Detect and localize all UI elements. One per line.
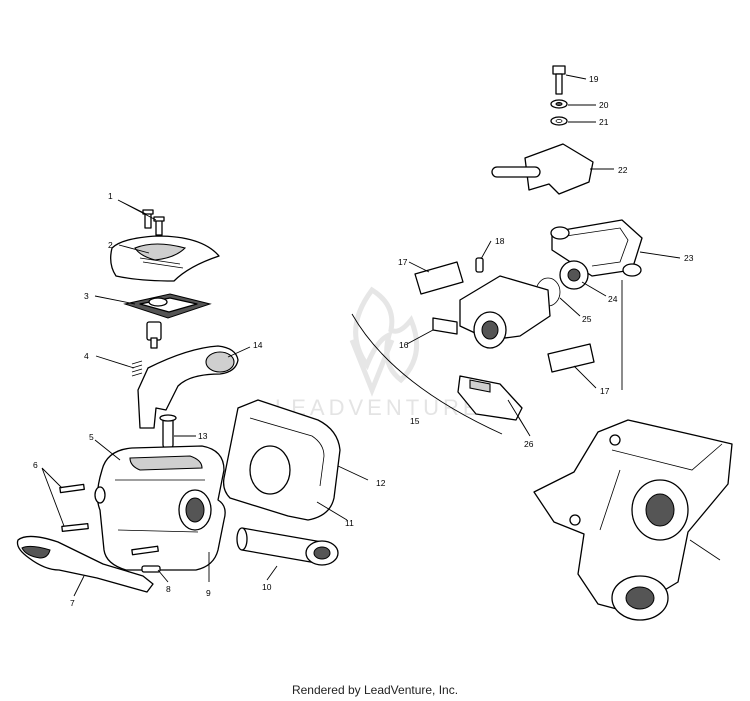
part-21-washer <box>550 116 568 126</box>
callout-18: 18 <box>495 236 505 246</box>
callout-20: 20 <box>599 100 609 110</box>
callout-19: 19 <box>589 74 599 84</box>
part-15-group-bracket <box>351 313 503 435</box>
callout-14: 14 <box>253 340 263 350</box>
callout-8: 8 <box>166 584 171 594</box>
part-7-brake-lever <box>16 535 154 593</box>
callout-3: 3 <box>84 291 89 301</box>
part-6-screws <box>59 483 159 556</box>
callout-17b: 17 <box>600 386 610 396</box>
part-20-washer <box>550 99 568 109</box>
callout-24: 24 <box>608 294 618 304</box>
part-26-brake-pads <box>457 375 523 421</box>
callout-16: 16 <box>399 340 409 350</box>
part-17-pads-lower <box>547 343 595 373</box>
part-13-pin <box>159 414 177 449</box>
callout-6: 6 <box>33 460 38 470</box>
part-10-piston <box>236 527 339 566</box>
callout-11: 11 <box>345 518 354 528</box>
callout-labels: 1 2 3 4 5 6 7 8 9 10 11 12 13 14 15 16 1… <box>33 74 694 608</box>
callout-5: 5 <box>89 432 94 442</box>
part-14-lever <box>137 345 239 429</box>
callout-13: 13 <box>198 431 208 441</box>
credit-text: Rendered by LeadVenture, Inc. <box>291 683 459 697</box>
callout-23: 23 <box>684 253 694 263</box>
part-2-cover <box>110 235 220 282</box>
part-19-bolt <box>552 65 566 95</box>
leader-lines <box>41 74 681 597</box>
part-17-pads-upper <box>414 261 464 295</box>
callout-15: 15 <box>410 416 420 426</box>
crankcase-cover <box>533 419 733 621</box>
callout-4: 4 <box>84 351 89 361</box>
callout-7: 7 <box>70 598 75 608</box>
callout-17a: 17 <box>398 257 408 267</box>
part-1-screws <box>142 209 165 236</box>
part-18-bleeder <box>475 257 484 273</box>
part-24-piston <box>559 260 589 290</box>
part-4-spring <box>131 360 143 377</box>
callout-22: 22 <box>618 165 628 175</box>
part-16-caliper <box>432 275 551 349</box>
callout-26: 26 <box>524 439 534 449</box>
callout-10: 10 <box>262 582 272 592</box>
plunger <box>146 321 162 349</box>
callout-25: 25 <box>582 314 592 324</box>
callout-1: 1 <box>108 191 113 201</box>
part-8-bolt <box>141 565 161 573</box>
part-22-bracket <box>491 143 594 195</box>
part-9-housing <box>94 445 226 571</box>
watermark-logo <box>349 286 420 397</box>
part-3-diaphragm <box>123 293 212 319</box>
callout-2: 2 <box>108 240 113 250</box>
part-11-boot <box>222 399 341 521</box>
watermark-text: LEADVENTURE <box>275 395 482 420</box>
callout-12: 12 <box>376 478 386 488</box>
callout-9: 9 <box>206 588 211 598</box>
callout-21: 21 <box>599 117 609 127</box>
